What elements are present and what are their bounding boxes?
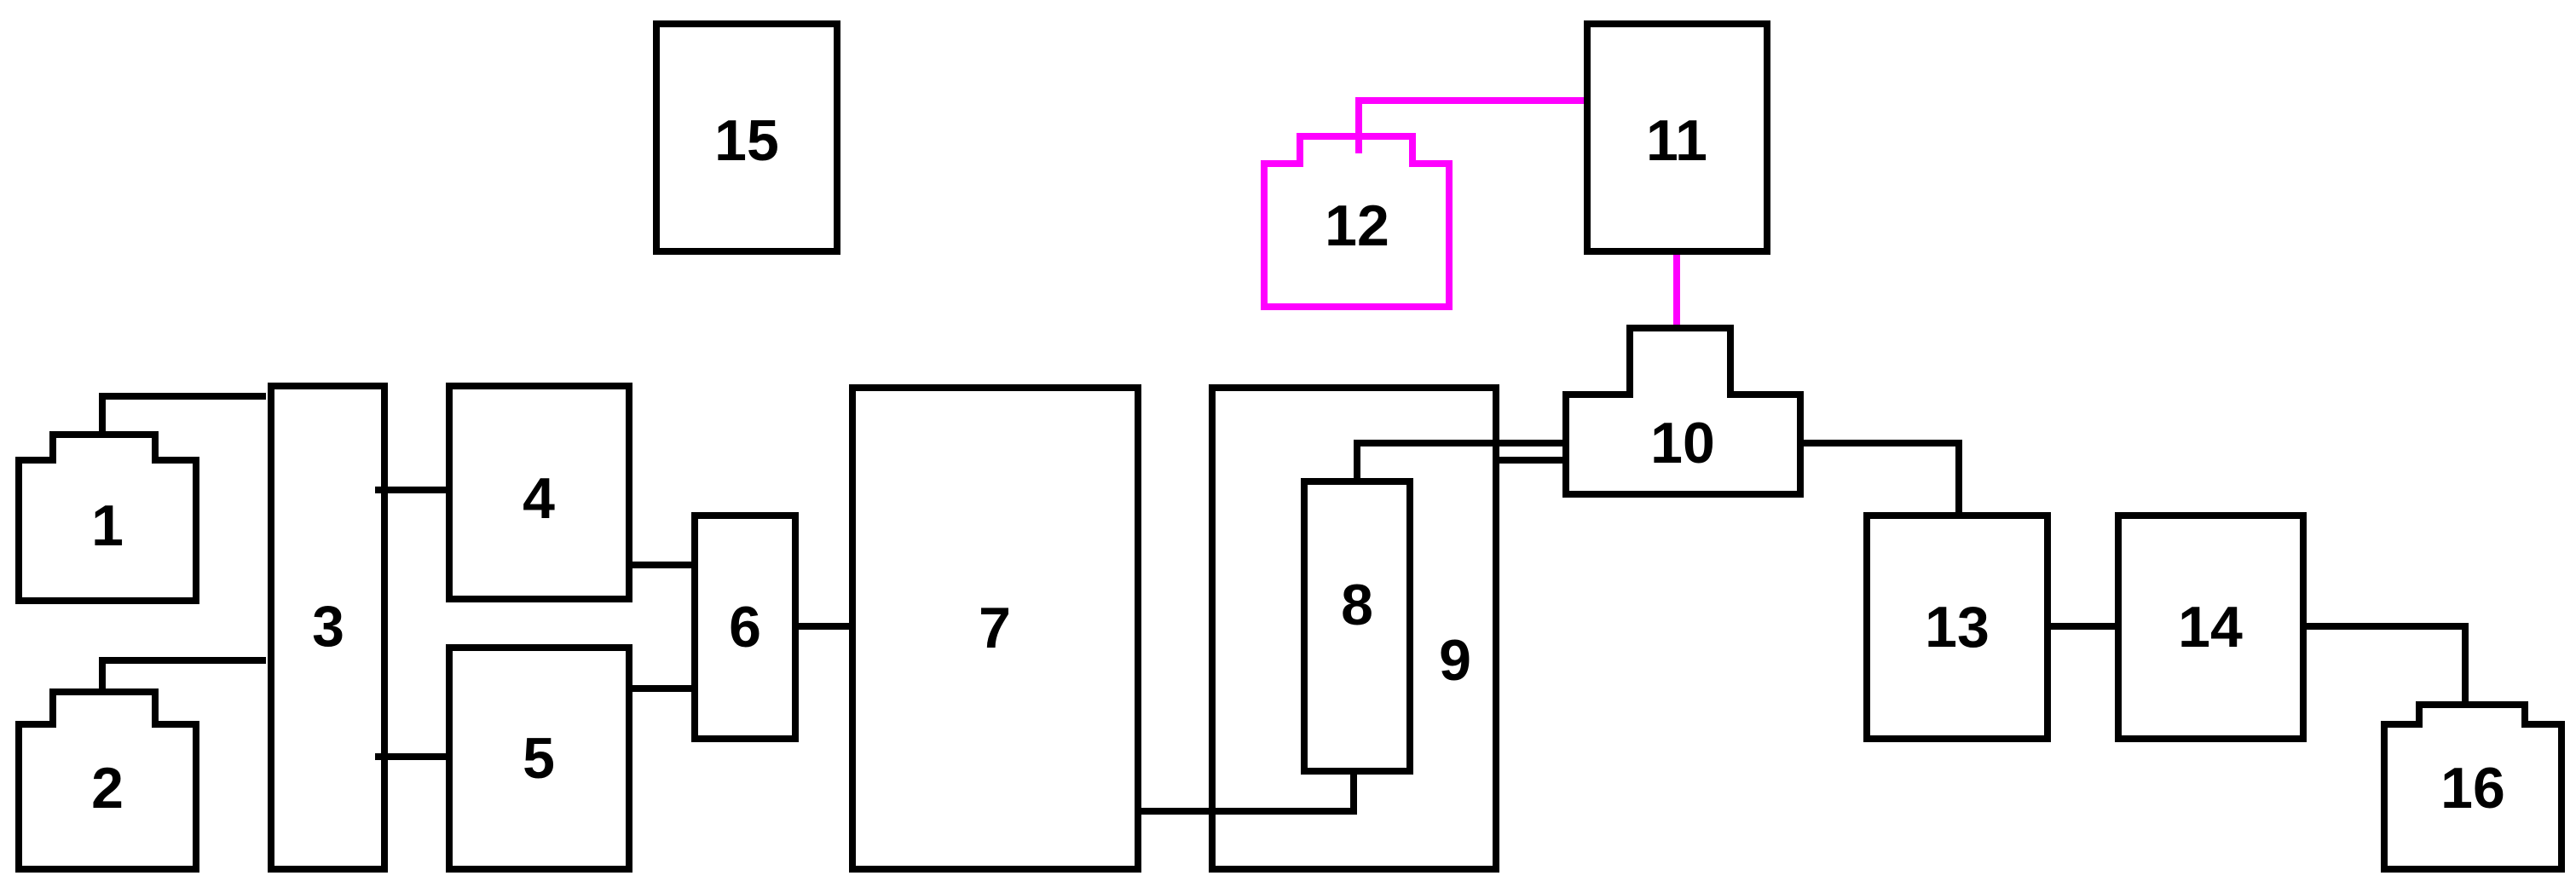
block-10-shape [1562,325,1804,498]
block-12-label: 12 [1325,193,1389,258]
block-14-label: 14 [2178,595,2243,660]
block-9-shape [1209,384,1499,873]
block-10-label: 10 [1650,411,1715,475]
block-13-shape [1863,512,2051,742]
block-5-shape [446,644,632,873]
block-14-shape [2115,512,2307,742]
block-1-label: 1 [91,493,124,558]
block-7-shape [849,384,1141,873]
block-4-shape [446,383,632,602]
block-2-shape [15,688,199,873]
wire-2-3 [99,657,266,690]
block-3-label: 3 [312,594,344,659]
block-4-label: 4 [523,466,555,531]
wire-11-12 [1355,97,1587,153]
block-3-shape [268,383,388,873]
block-8-shape [1301,478,1413,775]
wire-10-13 [1800,440,1962,516]
block-13-label: 13 [1925,595,1990,660]
block-5-label: 5 [523,726,555,791]
block-6-label: 6 [729,595,761,660]
block-8-label: 8 [1341,573,1373,637]
block-12-shape [1261,133,1453,310]
wire-7-8 [1138,771,1357,815]
block-15-label: 15 [714,108,779,173]
wire-1-3 [99,393,266,435]
block-1-shape [15,431,199,604]
block-7-label: 7 [979,596,1011,660]
block-16-shape [2381,701,2565,873]
block-16-label: 16 [2440,756,2505,821]
block-6-shape [691,512,799,742]
block-9-label: 9 [1439,628,1471,693]
block-11-label: 11 [1646,108,1707,173]
block-2-label: 2 [91,756,124,821]
block-15-shape [653,20,840,255]
wire-14-16 [2303,623,2469,705]
block-11-shape [1584,20,1770,255]
